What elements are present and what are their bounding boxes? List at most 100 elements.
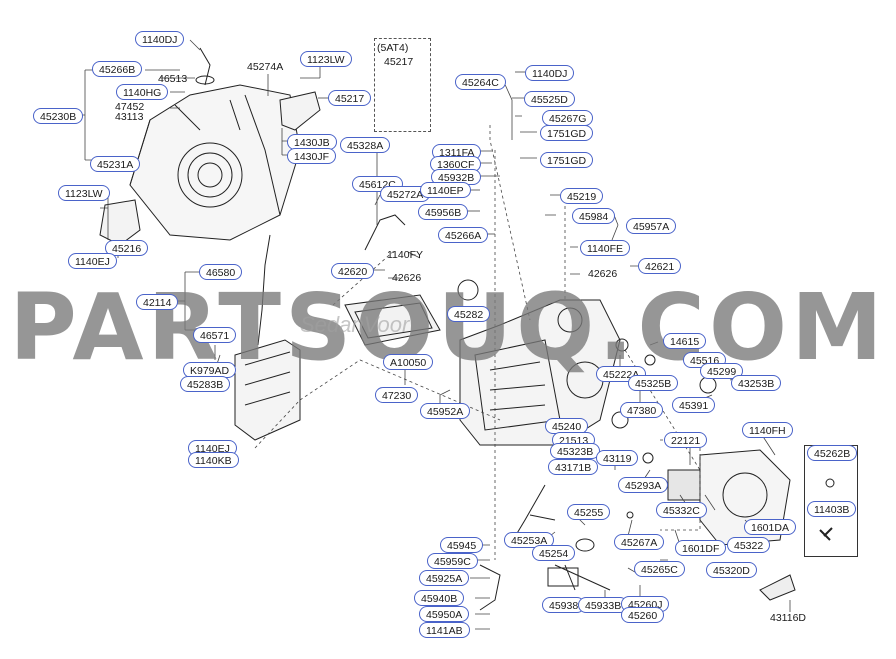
part-1360cf[interactable]: 1360CF (430, 156, 482, 172)
detail-bolt-drawing (819, 527, 833, 541)
part-45323b[interactable]: 45323B (550, 443, 601, 459)
part-45240[interactable]: 45240 (545, 418, 589, 434)
part-45984[interactable]: 45984 (572, 208, 616, 224)
part-45391[interactable]: 45391 (672, 397, 716, 413)
part-45262b[interactable]: 45262B (807, 445, 858, 461)
mount-bracket-drawing (99, 199, 141, 246)
part-1140kb[interactable]: 1140KB (188, 452, 239, 468)
part-1123lw-2[interactable]: 1123LW (58, 185, 110, 201)
part-45274a[interactable]: 45274A (247, 61, 284, 73)
part-45272a[interactable]: 45272A (380, 186, 431, 202)
part-45260[interactable]: 45260 (621, 607, 665, 623)
part-1140ep[interactable]: 1140EP (420, 182, 471, 198)
part-45283b[interactable]: 45283B (180, 376, 231, 392)
part-45956b[interactable]: 45956B (418, 204, 469, 220)
part-1601df[interactable]: 1601DF (675, 540, 727, 556)
part-45217[interactable]: 45217 (328, 90, 372, 106)
part-45231a[interactable]: 45231A (90, 156, 141, 172)
sensor-body-drawing (547, 567, 579, 587)
oil-filter-inner-drawing (354, 302, 433, 339)
part-43253b[interactable]: 43253B (731, 375, 782, 391)
part-45925a[interactable]: 45925A (419, 570, 470, 586)
part-42114[interactable]: 42114 (136, 294, 179, 310)
part-43119[interactable]: 43119 (596, 450, 639, 466)
part-k979ad[interactable]: K979AD (183, 362, 237, 378)
part-45254[interactable]: 45254 (532, 545, 576, 561)
part-45282[interactable]: 45282 (447, 306, 491, 322)
part-42621[interactable]: 42621 (638, 258, 682, 274)
part-45525d[interactable]: 45525D (524, 91, 575, 107)
part-45945[interactable]: 45945 (440, 537, 484, 553)
part-1140dj[interactable]: 1140DJ (135, 31, 185, 47)
part-45299[interactable]: 45299 (700, 363, 744, 379)
seal-drawing-3 (644, 354, 656, 366)
seal-drawing-7 (626, 511, 634, 519)
part-45957a[interactable]: 45957A (626, 218, 677, 234)
part-11403b[interactable]: 11403B (807, 501, 857, 517)
transmission-case-drawing (459, 299, 621, 446)
part-45267a[interactable]: 45267A (614, 534, 665, 550)
oil-pan-drawing (234, 339, 301, 441)
part-1123lw[interactable]: 1123LW (300, 51, 352, 67)
part-1751gd-2[interactable]: 1751GD (540, 152, 594, 168)
part-46580[interactable]: 46580 (199, 264, 243, 280)
part-47380[interactable]: 47380 (620, 402, 664, 418)
cooler-pipe-drawing (364, 214, 406, 251)
bell-housing-drawing (129, 84, 301, 241)
part-45293a[interactable]: 45293A (618, 477, 669, 493)
part-1141ab[interactable]: 1141AB (419, 622, 470, 638)
detail-oring-drawing (825, 478, 835, 488)
dipstick-drawing (257, 234, 271, 346)
part-a10050[interactable]: A10050 (383, 354, 434, 370)
part-46571[interactable]: 46571 (193, 327, 237, 343)
part-1140ej[interactable]: 1140EJ (68, 253, 117, 269)
part-45952a[interactable]: 45952A (420, 403, 471, 419)
part-45264c[interactable]: 45264C (455, 74, 506, 90)
part-1601da[interactable]: 1601DA (744, 519, 796, 535)
part-47452[interactable]: 47452 (115, 101, 145, 113)
seal-drawing-2 (615, 338, 629, 352)
part-45322[interactable]: 45322 (727, 537, 771, 553)
part-1140fy[interactable]: 1140FY (387, 249, 423, 261)
part-43113[interactable]: 43113 (115, 111, 144, 123)
part-42620[interactable]: 42620 (331, 263, 375, 279)
part-45940b[interactable]: 45940B (414, 590, 465, 606)
part-43116d[interactable]: 43116D (770, 612, 807, 624)
part-45217-variant[interactable]: 45217 (384, 56, 414, 68)
variant-box (374, 38, 431, 132)
part-45938[interactable]: 45938 (542, 597, 586, 613)
part-1140dj-2[interactable]: 1140DJ (525, 65, 575, 81)
part-45320d[interactable]: 45320D (706, 562, 757, 578)
part-47230[interactable]: 47230 (375, 387, 419, 403)
part-1430jf[interactable]: 1430JF (287, 148, 337, 164)
part-42626[interactable]: 42626 (392, 272, 422, 284)
part-45933b[interactable]: 45933B (578, 597, 629, 613)
part-1751gd[interactable]: 1751GD (540, 125, 594, 141)
part-43171b[interactable]: 43171B (548, 459, 599, 475)
part-45216[interactable]: 45216 (105, 240, 149, 256)
part-14615[interactable]: 14615 (663, 333, 707, 349)
variant-label: (5AT4) (377, 42, 409, 54)
part-1140fh[interactable]: 1140FH (742, 422, 793, 438)
seal-drawing (457, 279, 479, 301)
part-45328a[interactable]: 45328A (340, 137, 391, 153)
part-45266b[interactable]: 45266B (92, 61, 143, 77)
part-45950a[interactable]: 45950A (419, 606, 470, 622)
part-45253a[interactable]: 45253A (504, 532, 555, 548)
part-45332c[interactable]: 45332C (656, 502, 707, 518)
part-1140fe[interactable]: 1140FE (580, 240, 630, 256)
part-45267g[interactable]: 45267G (542, 110, 594, 126)
part-45325b[interactable]: 45325B (628, 375, 679, 391)
part-22121[interactable]: 22121 (664, 432, 708, 448)
part-1140hg[interactable]: 1140HG (116, 84, 169, 100)
part-45959c[interactable]: 45959C (427, 553, 478, 569)
part-45265c[interactable]: 45265C (634, 561, 685, 577)
detent-lever-drawing (479, 564, 501, 611)
part-45255[interactable]: 45255 (567, 504, 611, 520)
part-46513[interactable]: 46513 (158, 73, 188, 85)
part-42626-2[interactable]: 42626 (588, 268, 618, 280)
part-45230b[interactable]: 45230B (33, 108, 84, 124)
part-45266a[interactable]: 45266A (438, 227, 489, 243)
part-45219[interactable]: 45219 (560, 188, 604, 204)
